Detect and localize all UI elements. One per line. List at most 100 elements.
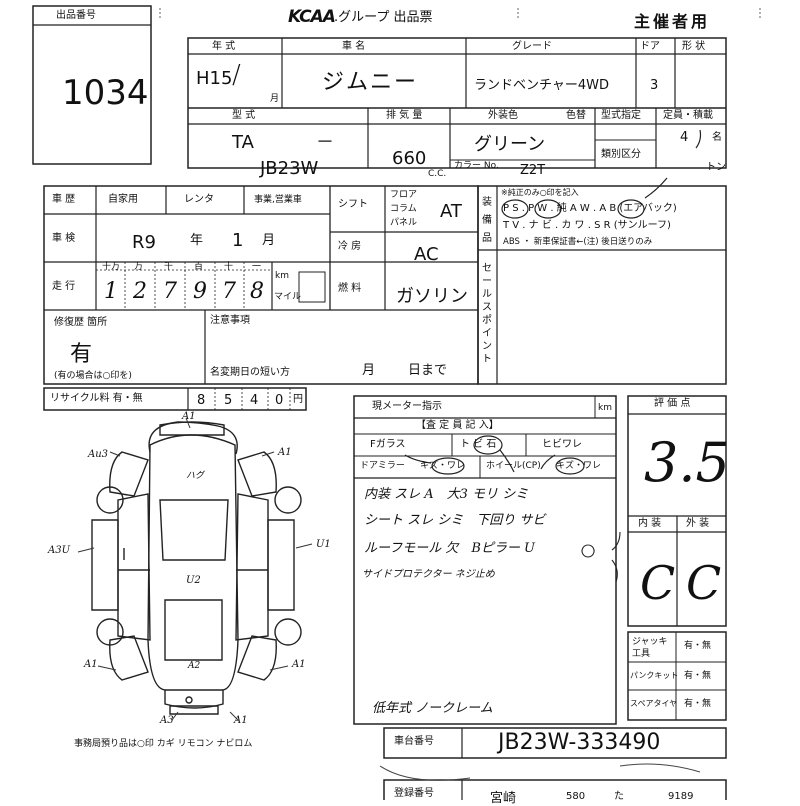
glass-label: Fガラス <box>370 439 406 450</box>
shift-label: シフト <box>338 199 368 210</box>
history-business: 事業,営業車 <box>254 195 302 205</box>
year-label: 年 式 <box>212 41 236 52</box>
inspection-month: 1 <box>232 230 244 251</box>
exterior-grade: C <box>686 556 722 610</box>
cc-unit: C.C. <box>428 169 447 179</box>
digit-label-10: 十 <box>224 262 234 272</box>
type-prefix: TA <box>232 132 254 153</box>
mileage-digit: 8 <box>250 279 264 304</box>
mileage-digit: 7 <box>222 279 236 304</box>
car-name-value: ジムニー <box>322 70 419 95</box>
registration-class: 580 <box>566 791 586 802</box>
inspector-bottom-note: 低年式 ノークレーム <box>372 701 493 716</box>
mark-front: A1 <box>182 411 196 422</box>
digit-label-1: 一 <box>252 262 262 272</box>
puncture-value: 有・無 <box>684 671 712 681</box>
shape-label: 形 状 <box>682 41 706 52</box>
doors-value: 3 <box>650 78 659 93</box>
sheet-title: .グループ 出品票 <box>334 10 433 25</box>
wheel-options: キズ・ワレ <box>556 461 602 471</box>
equipment-label: 装 備 品 <box>482 197 492 244</box>
mile-label: マイル <box>274 292 302 302</box>
mileage-digit: 1 <box>104 279 118 304</box>
meter-label: 現メーター指示 <box>372 401 442 412</box>
mirror-label: ドアミラー <box>360 461 405 471</box>
inspector-title: 【査 定 員 記 入】 <box>416 420 499 431</box>
name-change-label: 名変期日の短い方 <box>210 367 290 378</box>
mileage-digit: 7 <box>163 279 177 304</box>
office-note: 事務局預り品は○印 カギ リモコン ナビロム <box>74 739 253 749</box>
capacity-label: 定員・積載 <box>663 110 713 121</box>
meter-km: km <box>598 403 612 413</box>
digit-label-100: 百 <box>194 262 204 272</box>
puncture-label: パンクキット <box>630 671 679 680</box>
recycle-digit: 0 <box>275 393 284 408</box>
inspection-label-text: 車 検 <box>52 233 76 244</box>
inspector-note: サイドプロテクター ネジ止め <box>362 569 495 580</box>
fuel-value: ガソリン <box>396 286 468 307</box>
mirror-options: キズ・ワレ <box>420 461 466 471</box>
name-change-day: 日まで <box>408 363 448 378</box>
mark-roof: U2 <box>186 575 201 586</box>
mark-right-side: U1 <box>316 539 331 550</box>
displacement-value: 660 <box>392 148 427 169</box>
registration-region: 宮崎 <box>490 791 517 806</box>
interior-label: 内 装 <box>638 518 662 529</box>
digit-label-100k: 十万 <box>102 262 121 272</box>
mileage-digit: 2 <box>133 279 147 304</box>
inspection-era: R9 <box>132 232 156 253</box>
type-label: 型 式 <box>232 110 256 121</box>
fuel-label: 燃 料 <box>338 283 362 294</box>
mark-rear-u: A2 <box>188 661 201 671</box>
kcaa-logo: KCAA <box>288 7 336 27</box>
year-slash: / <box>232 60 241 90</box>
mark-rear-right: A1 <box>292 659 306 670</box>
shift-value: AT <box>440 201 462 222</box>
wheel-label: ホイール(CP) <box>486 461 541 471</box>
mileage-label: 走 行 <box>52 281 76 292</box>
month-unit: 月 <box>270 94 280 104</box>
recycle-digit: 4 <box>250 393 259 408</box>
type-dash: － <box>316 132 334 153</box>
spare-label: スペアタイヤ <box>630 699 678 708</box>
name-change-month: 月 <box>362 363 376 378</box>
capacity-value: 4 <box>680 130 689 145</box>
evaluation-label: 評 価 点 <box>654 398 691 409</box>
designation-label: 型式指定 <box>601 110 641 121</box>
model-code: JB23W <box>260 158 319 179</box>
repair-label: 修復歴 箇所 <box>54 317 108 328</box>
displacement-label: 排 気 量 <box>386 110 423 121</box>
exterior-color-label: 外装色 <box>488 110 518 121</box>
year-value: H15 <box>196 68 233 89</box>
equipment-note: ※純正のみ○印を記入 <box>501 188 579 197</box>
repair-value: 有 <box>70 342 93 367</box>
mark-rear-left: A1 <box>84 659 98 670</box>
inspector-note: ルーフモール 欠 Bピラー U <box>364 541 535 556</box>
attention-label: 注意事項 <box>210 315 250 326</box>
lot-number: 1034 <box>62 73 149 113</box>
registration-number: 9189 <box>668 791 694 802</box>
jack-label: ジャッキ 工具 <box>632 637 668 659</box>
glass-chip: ト ビ 石 <box>460 439 497 450</box>
classification-label: 類別区分 <box>601 149 641 160</box>
recycle-yen: 円 <box>293 394 303 405</box>
inspection-month-unit: 月 <box>262 233 276 248</box>
grade-value: ランドベンチャー4WD <box>474 78 610 93</box>
person-unit: 名 <box>712 132 722 143</box>
shift-options: フロア コラム パネル <box>390 190 418 228</box>
mark-rear-bumper: A1 <box>234 715 248 726</box>
ac-label: 冷 房 <box>338 241 362 252</box>
digit-label-1k: 千 <box>164 262 174 272</box>
sales-point-label: セールスポイント <box>482 263 492 365</box>
equipment-line2: T V . ナ ビ . カ ワ . S R (サンルーフ) <box>503 220 671 231</box>
recycle-digit: 8 <box>197 393 206 408</box>
mark-left-side: A3U <box>48 545 71 556</box>
spare-value: 有・無 <box>684 699 712 709</box>
equipment-line3: ABS ・ 新車保証書←(注) 後日送りのみ <box>503 237 653 247</box>
color-code-label: カラー No. <box>454 161 499 171</box>
ac-value: AC <box>414 244 439 265</box>
mileage-digit: 9 <box>193 279 207 304</box>
recycle-label: リサイクル料 有・無 <box>50 393 143 404</box>
exterior-label: 外 装 <box>686 518 710 529</box>
digit-label-10k: 万 <box>134 262 144 272</box>
